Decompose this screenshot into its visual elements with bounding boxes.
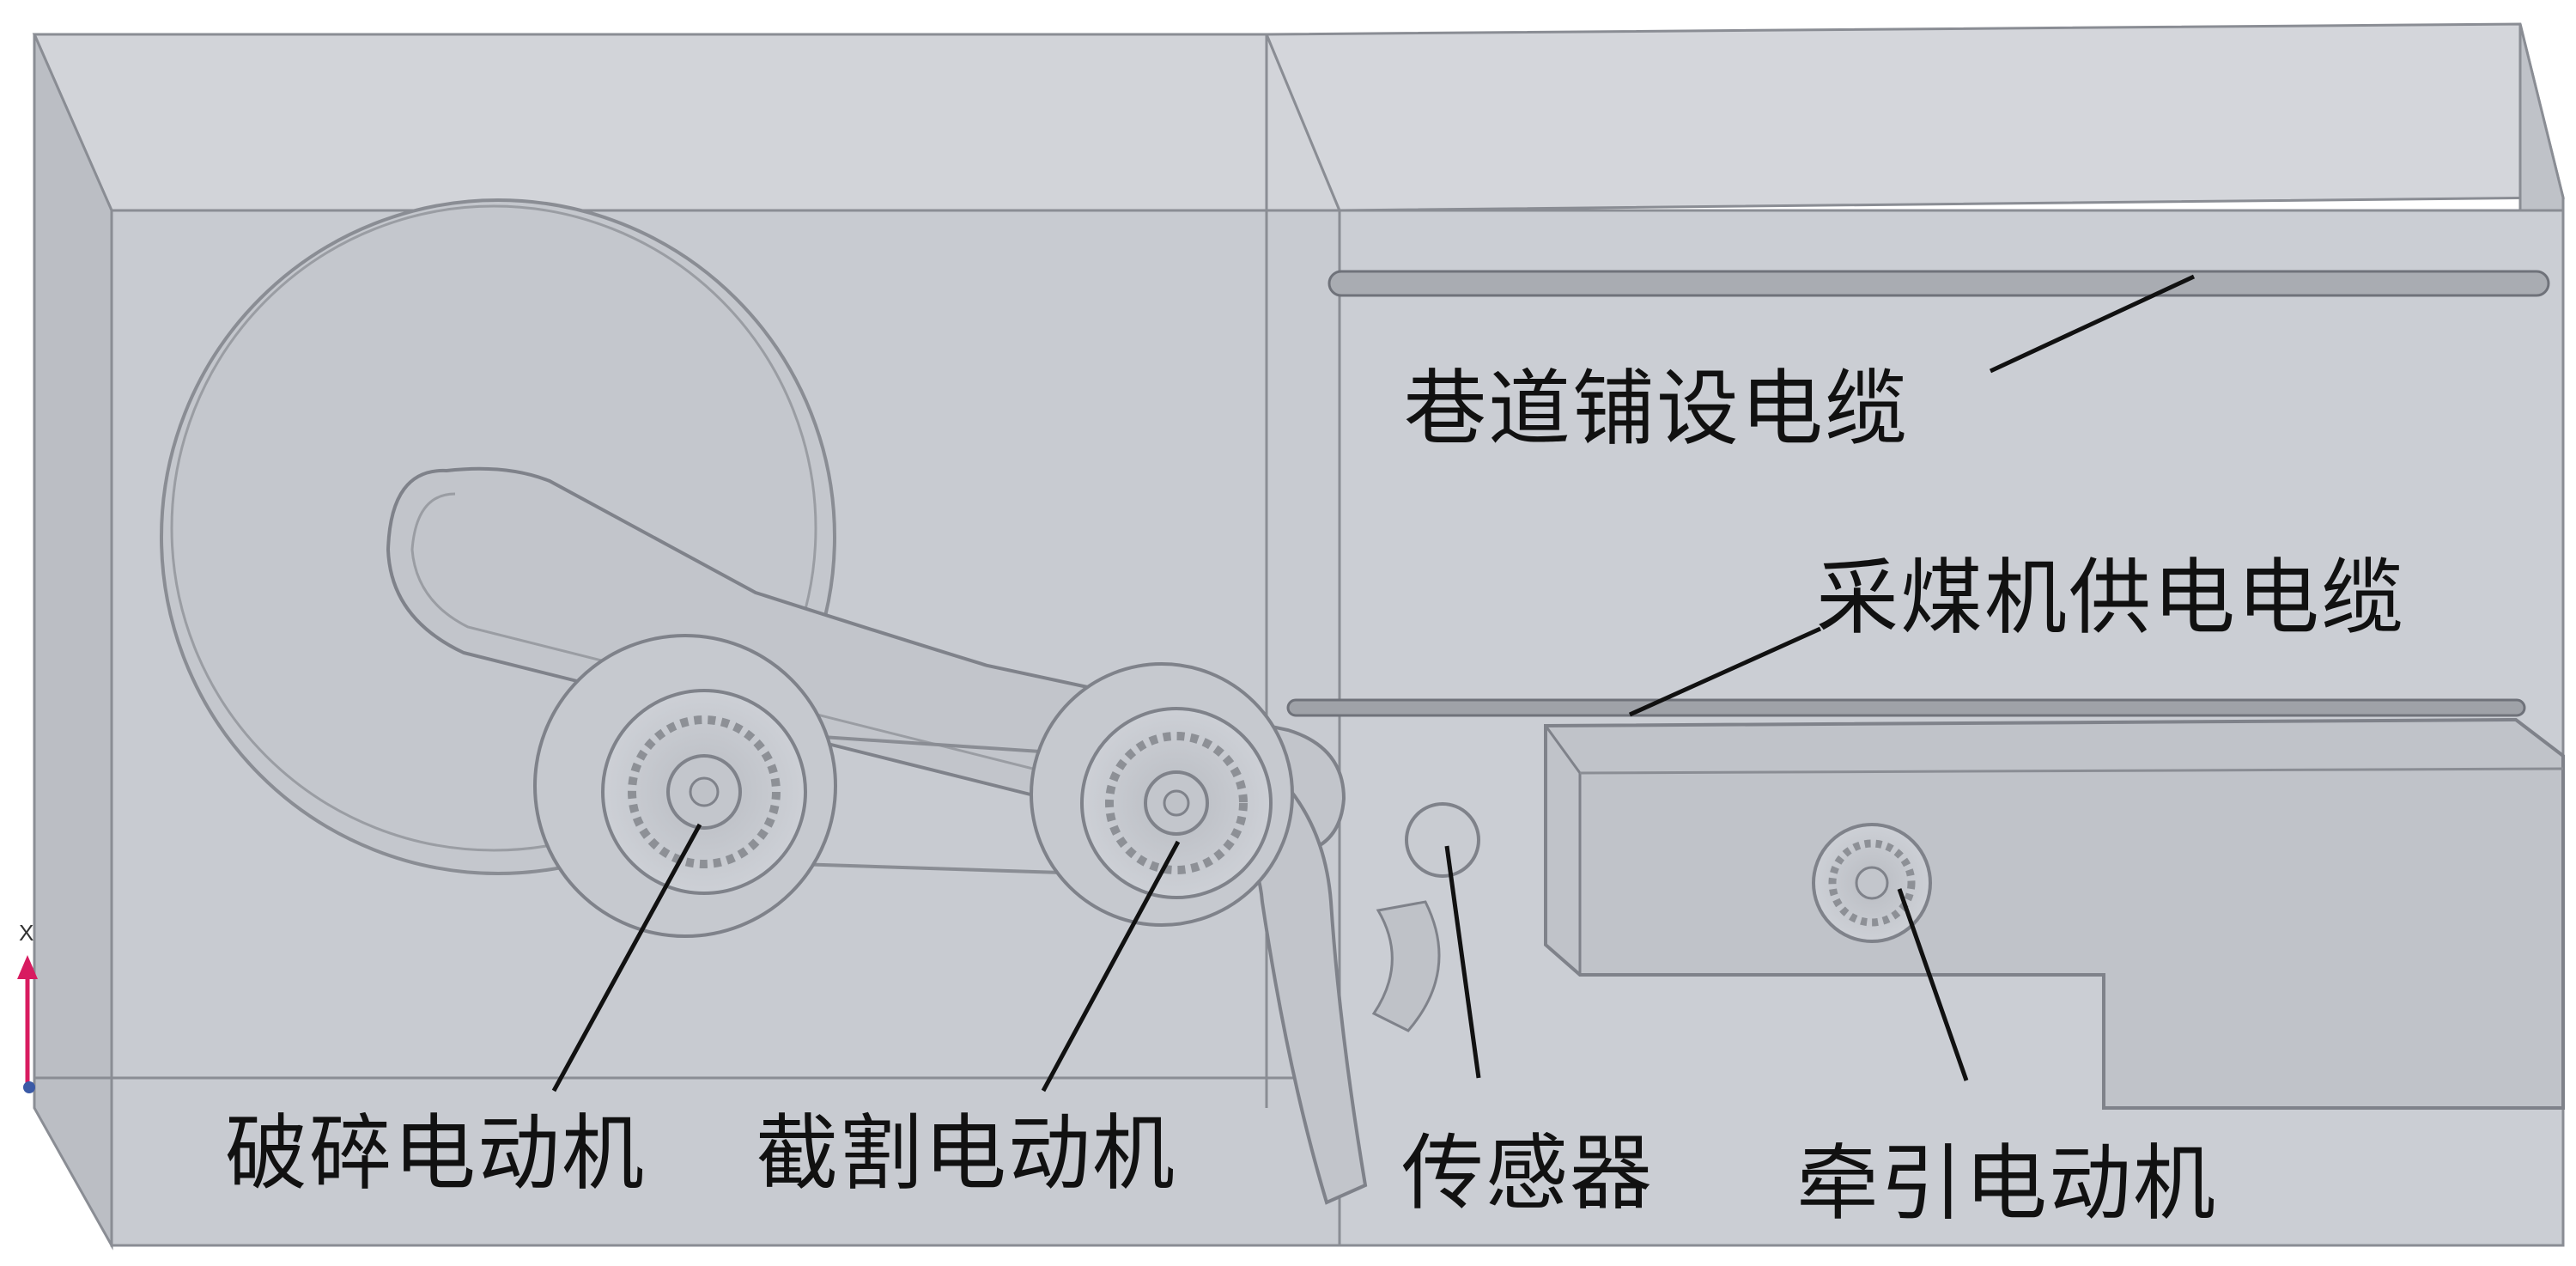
leader-lines <box>551 274 2196 1093</box>
label-cutting-motor: 截割电动机 <box>756 1105 1176 1202</box>
leader-crushing-motor <box>551 823 702 1093</box>
leader-supply-cable <box>1628 626 1822 717</box>
leader-cutting-motor <box>1041 840 1181 1093</box>
shearer-supply-cable <box>1286 698 2526 717</box>
leader-roadway-cable <box>1989 274 2196 374</box>
label-traction-motor: 牵引电动机 <box>1796 1135 2217 1232</box>
roadway-cable <box>1327 270 2550 297</box>
label-shearer-supply-cable: 采煤机供电电缆 <box>1816 550 2405 646</box>
crushing-motor <box>533 634 837 938</box>
leader-traction-motor <box>1897 888 1969 1081</box>
sensor <box>1371 802 1480 1032</box>
traction-motor <box>1812 823 1932 943</box>
axis-x-label: X <box>19 920 33 946</box>
leader-sensor <box>1444 845 1481 1079</box>
shearer-body <box>1544 717 2565 1110</box>
cutting-motor <box>1030 662 1294 927</box>
axis-triad: X <box>17 920 38 1093</box>
label-sensor: 传感器 <box>1401 1125 1654 1221</box>
label-crushing-motor: 破碎电动机 <box>225 1105 646 1202</box>
label-roadway-cable: 巷道铺设电缆 <box>1404 361 1909 457</box>
